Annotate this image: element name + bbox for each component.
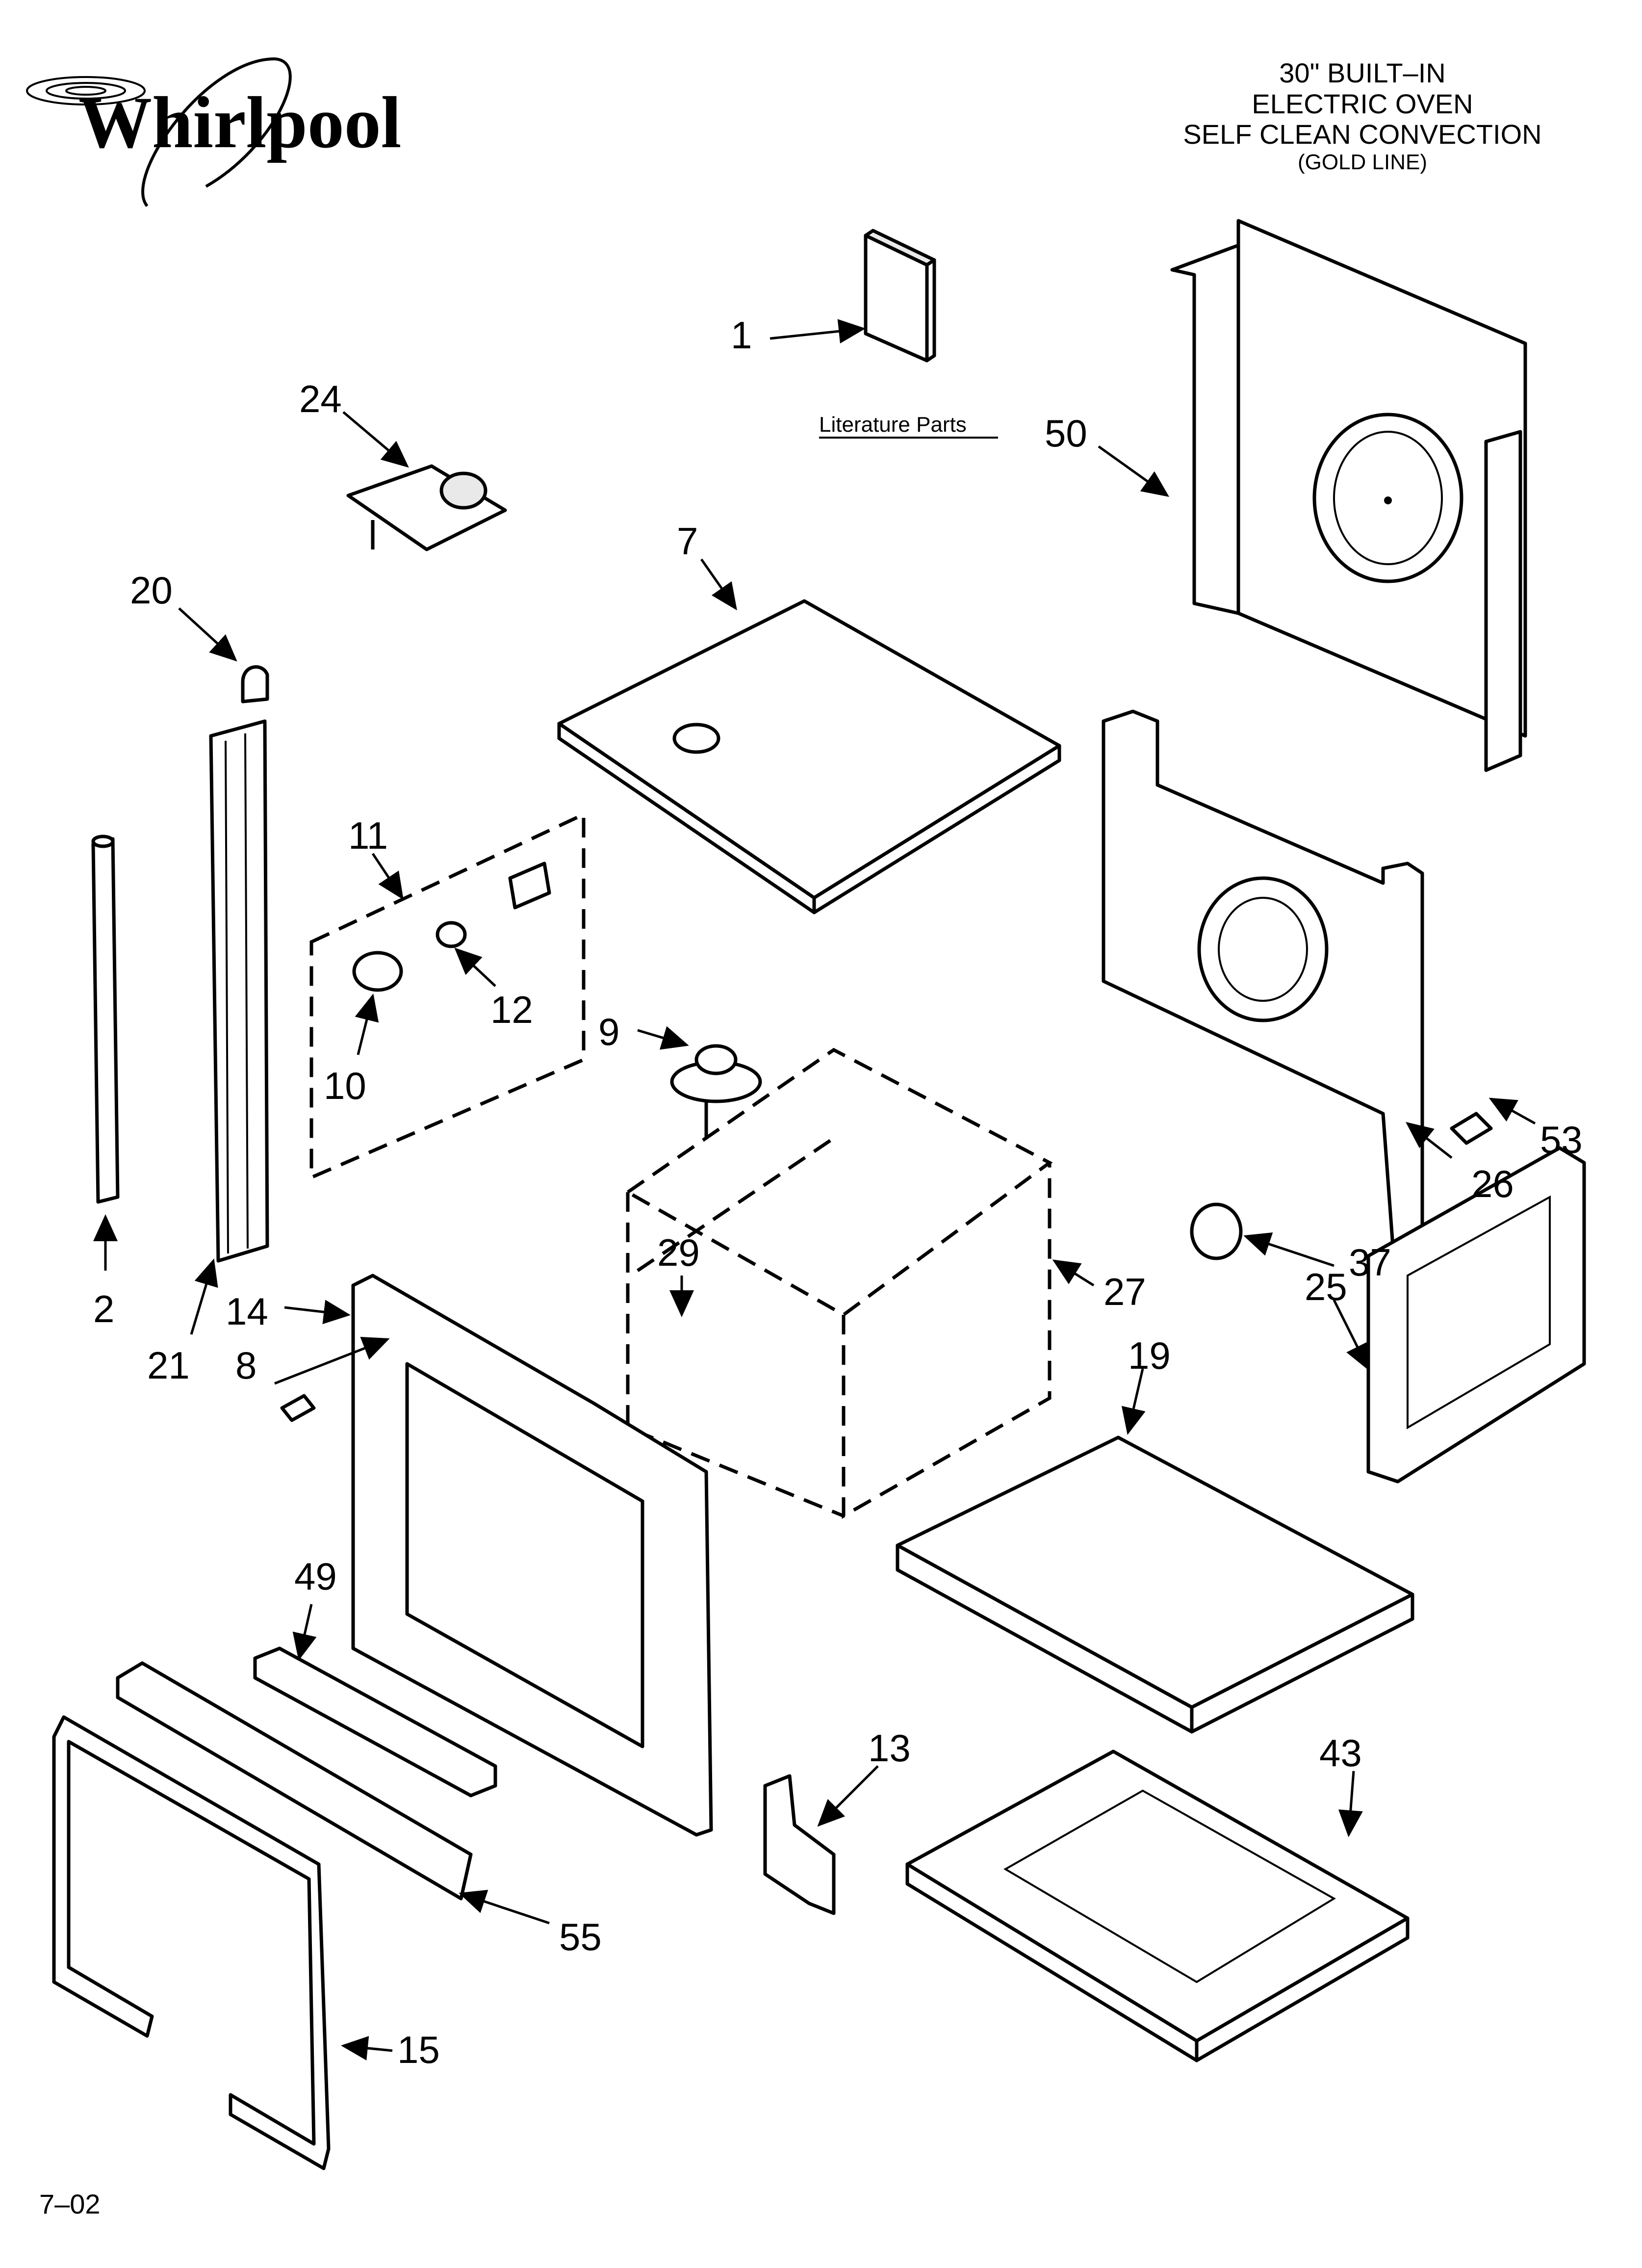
callout-11: 11 [348,814,388,857]
part-9-element [670,1044,762,1138]
part-12-knob [436,921,467,948]
callout-12: 12 [490,988,533,1031]
callout-1: 1 [731,313,752,357]
part-10-knob [352,951,403,992]
diagram-title: 30" BUILT–IN ELECTRIC OVEN SELF CLEAN CO… [1142,57,1583,175]
part-2-rod [91,834,120,1204]
callout-49: 49 [294,1555,337,1598]
callout-7: 7 [677,520,698,563]
part-19-shelf [896,1435,1414,1734]
callout-26: 26 [1471,1162,1514,1205]
callout-8: 8 [235,1344,257,1387]
callout-9: 9 [598,1010,619,1053]
part-13-bracket [763,1774,836,1915]
callout-10: 10 [324,1064,366,1107]
part-21-side-trim [209,719,269,1263]
part-50-rear-panel [1170,219,1527,772]
callout-20: 20 [130,569,173,612]
title-line-2: ELECTRIC OVEN [1252,88,1473,119]
part-43-bottom-tray [905,1749,1410,2062]
part-15-gasket [52,1715,331,2170]
part-53-bracket [1450,1112,1493,1145]
callout-21: 21 [147,1344,190,1387]
leader-arrows [93,319,1536,2060]
callout-14: 14 [226,1290,268,1333]
whirlpool-logo: Whirlpool [26,57,401,207]
callout-2: 2 [93,1287,114,1330]
part-37-thermostat [1190,1202,1243,1260]
part-1-literature [864,229,936,363]
part-24-switch [346,464,507,551]
part-14-front-frame [351,1274,713,1837]
part-25-rear-frame [1366,1146,1586,1484]
callout-29: 29 [657,1231,700,1274]
callout-27: 27 [1103,1270,1146,1313]
part-49-trim [253,1646,497,1798]
literature-parts-label: Literature Parts [819,413,967,437]
logo-text: Whirlpool [78,82,401,163]
callout-50: 50 [1045,412,1087,455]
part-55-vent [116,1661,473,1901]
part-7-top-panel [557,599,1061,914]
callout-24: 24 [299,377,342,420]
title-line-3: SELF CLEAN CONVECTION [1183,119,1542,150]
part-8-screw [280,1394,316,1422]
footer-code: 7–02 [39,2189,101,2219]
callout-labels: 1 24 50 7 20 11 12 10 9 2 21 14 8 29 27 … [93,313,1583,2071]
callout-53: 53 [1540,1118,1583,1161]
callout-55: 55 [559,1915,602,1958]
callout-13: 13 [868,1726,911,1770]
callout-15: 15 [397,2028,440,2071]
title-line-1: 30" BUILT–IN [1279,57,1446,88]
callout-19: 19 [1128,1334,1171,1377]
part-27-oven-cavity [624,1047,1053,1519]
callout-43: 43 [1319,1731,1362,1774]
title-line-4: (GOLD LINE) [1297,150,1428,175]
callout-25: 25 [1305,1265,1347,1308]
part-20-cap [241,665,269,704]
part-11-kit [309,811,586,1180]
part-26-convection-panel [1102,709,1424,1248]
callout-37: 37 [1349,1241,1391,1284]
